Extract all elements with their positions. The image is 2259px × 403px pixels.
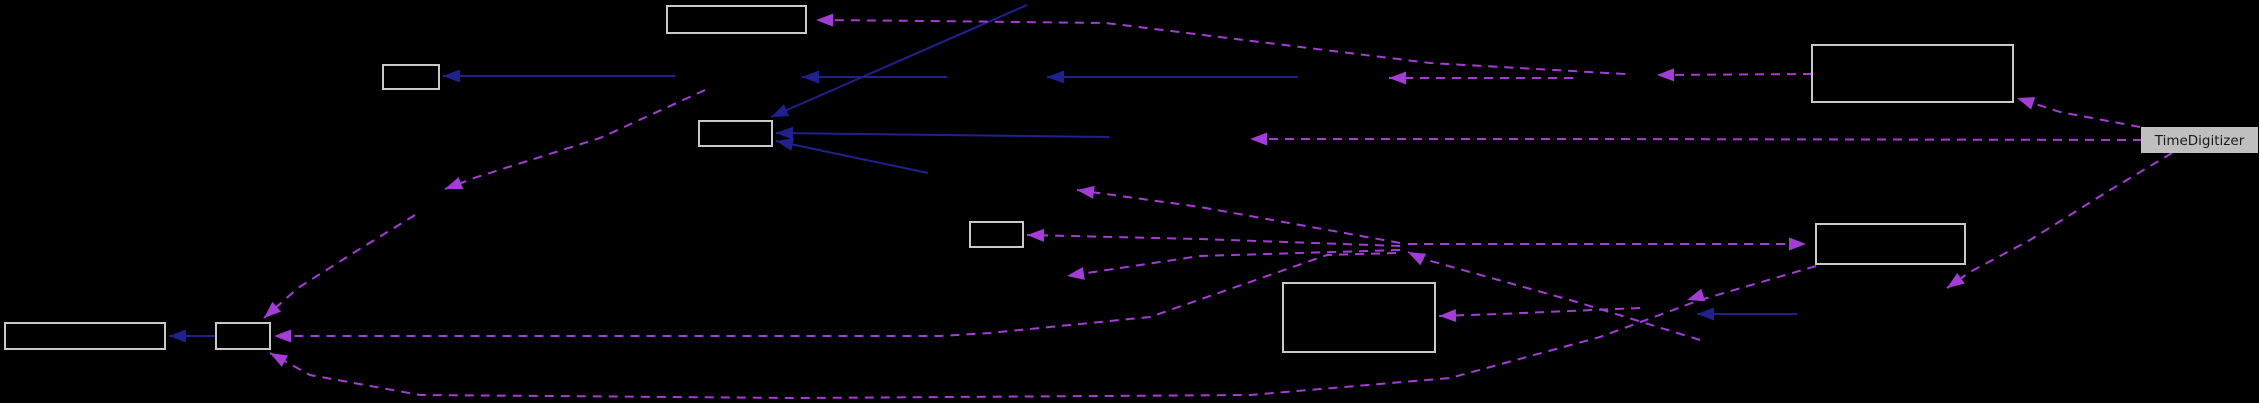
usage-arrow-into-bottom-box-arrowhead <box>1439 308 1457 322</box>
inherit-arrow-1-arrowhead <box>443 69 460 83</box>
usage-arrow-from-topright-box-arrowhead <box>1657 68 1675 82</box>
usage-arrowhead-on-sweep-arrowhead <box>1687 288 1706 302</box>
usage-diagonal-upper-arrowhead <box>445 176 464 190</box>
usage-diagonal-upper-line <box>444 89 706 190</box>
class-box-small-mid[interactable] <box>969 221 1024 248</box>
inherit-arrow-2-arrowhead <box>802 70 819 84</box>
usage-diagonal-lower-arrowhead <box>264 301 282 318</box>
usage-feeder-into-hub-line <box>1407 251 1701 341</box>
inherit-arrow-7-arrowhead <box>169 329 186 343</box>
usage-arrow-into-bottom-box-line <box>1438 307 1641 317</box>
inherit-arrow-8-arrowhead <box>1697 307 1714 321</box>
usage-arrow-mid-corridor-arrowhead <box>1389 71 1406 85</box>
usage-long-to-bottom-left-line <box>274 252 1397 337</box>
inherit-arrow-5-line <box>775 132 1110 138</box>
class-box-top-right[interactable] <box>1811 44 2014 103</box>
inherit-arrow-4-arrowhead <box>771 104 790 117</box>
usage-fan-lower-arrowhead <box>1067 267 1085 280</box>
usage-arrow-to-top-box-arrowhead <box>816 13 834 27</box>
main-class-box[interactable] <box>2141 127 2258 153</box>
class-box-bottom-left-wide[interactable] <box>4 322 166 350</box>
usage-arrow-to-top-box-line <box>815 19 1626 75</box>
class-box-bottom-center[interactable] <box>1282 282 1436 353</box>
class-box-mid-right[interactable] <box>1815 223 1966 265</box>
usage-arrow-from-topright-box-line <box>1656 73 1813 76</box>
usage-arrow-main-descend-arrowhead <box>1947 272 1965 288</box>
usage-fan-lower-line <box>1066 249 1401 277</box>
main-class-label: TimeDigitizer <box>2154 133 2245 149</box>
usage-arrow-big-sweep-arrowhead <box>270 353 289 367</box>
usage-arrow-main-to-topright-arrowhead <box>2017 97 2036 110</box>
class-box-center[interactable] <box>698 120 773 147</box>
usage-long-to-bottom-left-arrowhead <box>274 329 291 343</box>
usage-diagonal-lower-line <box>263 214 416 319</box>
inherit-arrow-6-arrowhead <box>776 138 794 151</box>
class-box-bottom-left-small[interactable] <box>215 322 271 350</box>
usage-arrow-main-long-left-line <box>1250 138 2143 141</box>
usage-arrow-main-long-left-arrowhead <box>1250 132 1267 146</box>
class-box-left[interactable] <box>382 64 440 90</box>
inherit-arrow-6-line <box>775 140 929 174</box>
usage-fan-to-small-box-arrowhead <box>1027 228 1045 242</box>
inherit-arrow-3-arrowhead <box>1047 70 1064 84</box>
usage-arrow-main-descend-line <box>1946 152 2173 289</box>
usage-arrow-big-sweep-line <box>269 265 1817 400</box>
usage-fan-to-small-box-line <box>1026 234 1401 247</box>
usage-fan-upper-arrowhead <box>1077 185 1095 199</box>
usage-feeder-into-hub-arrowhead <box>1408 252 1427 266</box>
usage-arrow-main-to-topright-line <box>2016 97 2141 128</box>
usage-hub-to-midright-box-arrowhead <box>1789 237 1806 251</box>
usage-fan-upper-line <box>1076 189 1401 244</box>
inherit-arrow-5-arrowhead <box>776 126 794 140</box>
inherit-arrow-4-line <box>770 4 1028 118</box>
class-box-top-center[interactable] <box>666 5 807 34</box>
